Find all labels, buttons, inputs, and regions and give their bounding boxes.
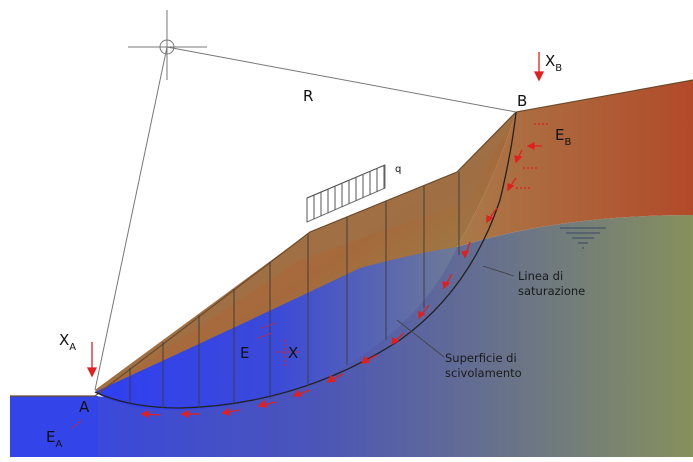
base-arrow <box>442 273 453 290</box>
base-arrow <box>418 304 430 320</box>
base-arrow <box>257 399 277 408</box>
interslice-forces <box>257 322 300 368</box>
base-arrow <box>360 354 378 364</box>
base-arrow <box>460 241 471 259</box>
ground-upper-right <box>457 80 693 247</box>
radius-lines <box>94 46 517 391</box>
load-label: q <box>395 164 401 175</box>
water-table-icon <box>560 227 606 249</box>
slice-lines <box>129 172 460 408</box>
point-a-label: A <box>79 398 90 416</box>
slope-profile-line <box>10 79 693 397</box>
point-b-label: B <box>517 92 527 110</box>
radius-label: R <box>303 87 313 105</box>
slip-surface-curve <box>94 111 517 409</box>
force-xa-label: XA <box>59 331 76 353</box>
base-arrow <box>486 207 498 224</box>
distributed-load <box>306 164 386 223</box>
base-arrow <box>140 409 161 419</box>
force-xa-arrow <box>86 342 98 378</box>
base-arrow <box>292 389 311 397</box>
base-arrow <box>326 373 344 383</box>
base-arrow <box>180 409 200 419</box>
force-ea-label: EA <box>46 428 62 450</box>
base-force-arrows <box>140 149 523 419</box>
force-eb-arrows <box>516 123 548 189</box>
base-arrow <box>221 407 241 416</box>
leader-lines <box>396 265 515 358</box>
base-arrow <box>514 149 523 164</box>
force-xb-arrow <box>533 52 545 82</box>
base-arrow <box>507 177 517 192</box>
force-x-label: X <box>288 344 298 362</box>
base-arrow <box>391 332 405 346</box>
sliding-mass-top-tint <box>95 112 516 392</box>
force-e-label: E <box>240 344 249 362</box>
crosshair-icon <box>128 10 207 80</box>
sliding-mass-saturated <box>95 247 457 411</box>
ground-left-water <box>10 396 98 457</box>
force-eb-label: EB <box>555 126 571 148</box>
force-xb-label: XB <box>545 52 562 74</box>
